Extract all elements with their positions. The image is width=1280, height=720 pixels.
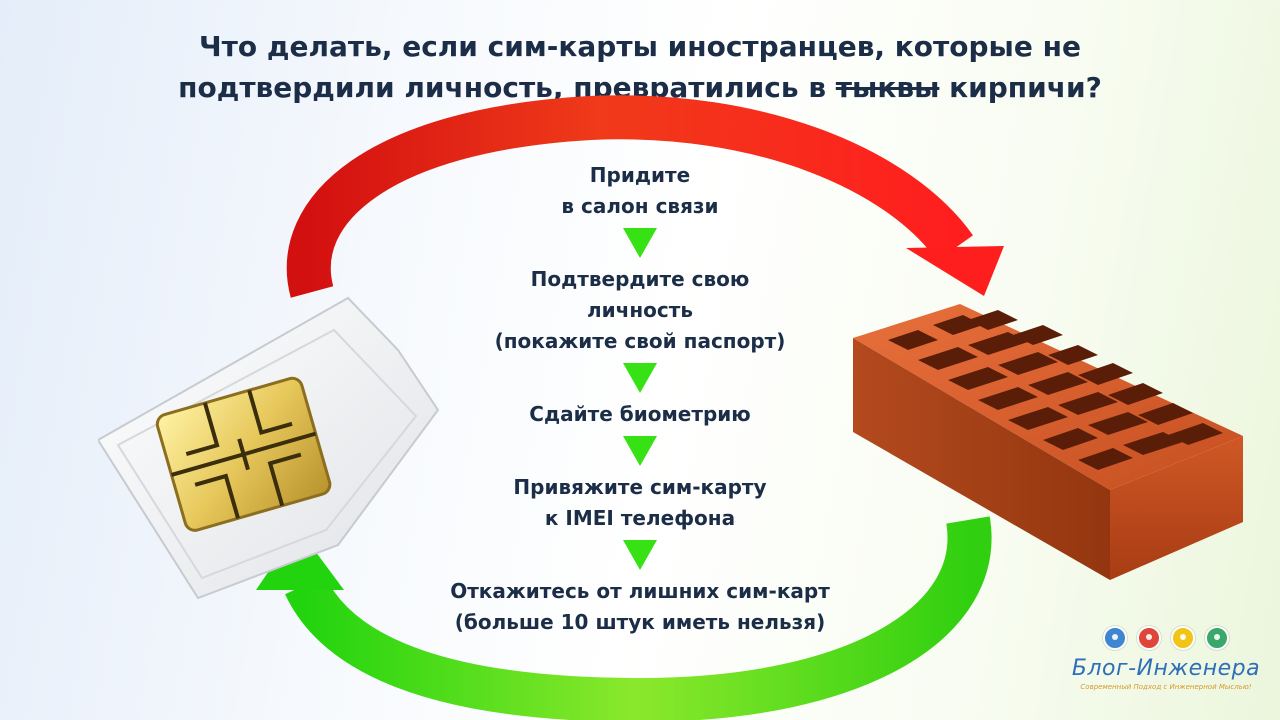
top-cycle-arrowhead bbox=[906, 246, 1004, 296]
steps-list: Придите в салон связи Подтвердите свою л… bbox=[440, 160, 840, 638]
page-title: Что делать, если сим-карты иностранцев, … bbox=[0, 26, 1280, 108]
down-arrow-icon bbox=[623, 436, 657, 466]
step-drop-extra-sims: Откажитесь от лишних сим-карт (больше 10… bbox=[450, 579, 830, 634]
engineer-avatar-icon bbox=[1103, 626, 1127, 650]
down-arrow-icon bbox=[623, 363, 657, 393]
step-confirm-identity: Подтвердите свою личность (покажите свой… bbox=[494, 267, 786, 353]
down-arrow-icon bbox=[623, 228, 657, 258]
logo-icons bbox=[1064, 626, 1268, 650]
down-arrow-icon bbox=[623, 540, 657, 570]
title-line-1: Что делать, если сим-карты иностранцев, … bbox=[199, 30, 1081, 63]
sim-card-image bbox=[98, 296, 440, 600]
engineer-avatar-icon bbox=[1205, 626, 1229, 650]
top-cycle-arrow-body bbox=[286, 95, 973, 298]
logo-name: Блог-Инженера bbox=[1071, 656, 1261, 681]
title-line-2-start: подтвердили личность, превратились в bbox=[178, 71, 827, 104]
step-visit-store: Придите в салон связи bbox=[561, 163, 719, 218]
engineer-avatar-icon bbox=[1137, 626, 1161, 650]
step-link-imei: Привяжите сим-карту к IMEI телефона bbox=[513, 475, 767, 530]
logo-tagline: Современный Подход с Инженерной Мыслью! bbox=[1080, 683, 1252, 691]
engineer-avatar-icon bbox=[1171, 626, 1195, 650]
title-line-2-end: кирпичи? bbox=[949, 71, 1102, 104]
step-biometrics: Сдайте биометрию bbox=[529, 402, 751, 426]
blog-logo: Блог-Инженера Современный Подход с Инжен… bbox=[1064, 626, 1268, 692]
bottom-cycle-arrow-body bbox=[285, 516, 992, 720]
brick-image bbox=[853, 304, 1243, 580]
title-strikethrough-word: тыквы bbox=[835, 71, 940, 104]
